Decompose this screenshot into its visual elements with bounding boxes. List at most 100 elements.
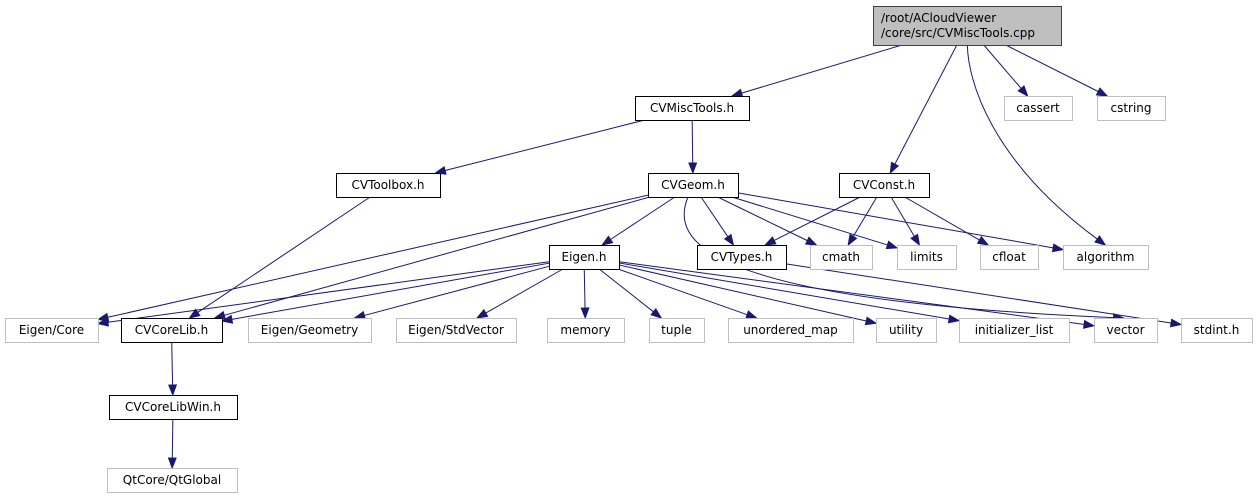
node-box[interactable] (107, 468, 238, 493)
arrowhead-icon (885, 240, 899, 250)
node-box[interactable] (697, 245, 787, 270)
node-box[interactable] (980, 245, 1039, 270)
arrowhead-icon (213, 310, 226, 320)
edge-line (364, 265, 550, 316)
node-cvcorelib-h[interactable]: CVCoreLib.h (121, 318, 223, 343)
edge-line (485, 268, 564, 314)
edge-eigen_h-to-tuple (598, 268, 663, 319)
node-box[interactable] (1094, 318, 1158, 343)
node-cvmisctools-h[interactable]: CVMiscTools.h (635, 96, 750, 121)
node-label: cmath (822, 250, 860, 264)
node-eigen-core[interactable]: Eigen/Core (5, 318, 99, 343)
node-label: cstring (1110, 101, 1151, 115)
edge-cvgeom_h-to-eigen_h (600, 196, 676, 246)
node-cmath[interactable]: cmath (810, 245, 873, 270)
node-box[interactable] (1181, 318, 1253, 343)
node-box[interactable] (1063, 245, 1149, 270)
node-box[interactable] (547, 318, 625, 343)
edge-line (717, 196, 808, 242)
edge-eigen_h-to-initializer_list (618, 262, 961, 324)
node-label: memory (560, 323, 610, 337)
edge-eigen_h-to-eigen_geometry (353, 265, 550, 320)
edge-cvconst_h-to-limits (890, 196, 921, 247)
node-box[interactable] (839, 173, 930, 198)
node-box[interactable] (728, 318, 854, 343)
node-label: CVConst.h (853, 178, 915, 192)
node-box[interactable] (635, 96, 750, 121)
node-cvcorelibwin-h[interactable]: CVCoreLibWin.h (109, 395, 238, 420)
node-box[interactable] (959, 318, 1070, 343)
edge-cvtoolbox_h-to-cvcorelib_h (188, 196, 371, 319)
node-unordered-map[interactable]: unordered_map (728, 318, 854, 343)
node-box[interactable] (396, 318, 517, 343)
node-box[interactable] (649, 318, 705, 343)
edge-cvgeom_h-to-cvtypes_h (700, 196, 735, 247)
node-cassert[interactable]: cassert (1004, 96, 1073, 121)
node-cfloat[interactable]: cfloat (980, 245, 1039, 270)
node-eigen-stdvector[interactable]: Eigen/StdVector (396, 318, 517, 343)
nodes-layer: /root/ACloudViewer/core/src/CVMiscTools.… (5, 6, 1253, 493)
node-eigen-geometry[interactable]: Eigen/Geometry (248, 318, 372, 343)
arrowhead-icon (96, 317, 110, 327)
edge-cvmisctools_h-to-cvgeom_h (688, 119, 698, 175)
node-label: initializer_list (975, 323, 1054, 337)
node-cvtoolbox-h[interactable]: CVToolbox.h (336, 173, 441, 198)
node-label: stdint.h (1194, 323, 1240, 337)
arrowhead-icon (580, 307, 590, 320)
arrowhead-icon (475, 308, 489, 319)
edge-cvtypes_h-to-stdint_h (785, 263, 1183, 328)
arrowhead-icon (1095, 87, 1109, 97)
node-box[interactable] (248, 318, 372, 343)
edge-eigen_h-to-utility (618, 264, 878, 326)
node-stdint-h[interactable]: stdint.h (1181, 318, 1253, 343)
node-vector[interactable]: vector (1094, 318, 1158, 343)
arrowhead-icon (600, 235, 614, 246)
node-label: CVCoreLib.h (135, 323, 208, 337)
node-cstring[interactable]: cstring (1097, 96, 1166, 121)
arrowhead-icon (730, 88, 744, 98)
node-utility[interactable]: utility (876, 318, 937, 343)
node-box[interactable] (897, 245, 957, 270)
node-box[interactable] (5, 318, 99, 343)
node-memory[interactable]: memory (547, 318, 625, 343)
node-box[interactable] (549, 245, 620, 270)
arrowhead-icon (188, 308, 201, 319)
node-label: utility (889, 323, 923, 337)
edge-eigen_h-to-cvcorelib_h (220, 262, 550, 324)
node-box[interactable] (873, 6, 1062, 46)
arrowhead-icon (1051, 243, 1065, 253)
node-box[interactable] (810, 245, 873, 270)
node-box[interactable] (336, 173, 441, 198)
edge-cvconst_h-to-cmath (847, 196, 878, 247)
edge-cvgeom_h-to-cmath (717, 196, 818, 246)
node-cvconst-h[interactable]: CVConst.h (839, 173, 930, 198)
node-box[interactable] (109, 395, 238, 420)
node-eigen-h[interactable]: Eigen.h (549, 245, 620, 270)
node-box[interactable] (876, 318, 937, 343)
node-cvgeom-h[interactable]: CVGeom.h (648, 173, 739, 198)
node-box[interactable] (1004, 96, 1073, 121)
arrowhead-icon (688, 162, 698, 175)
node-box[interactable] (648, 173, 739, 198)
edge-line (737, 192, 1054, 249)
node-initializer-list[interactable]: initializer_list (959, 318, 1070, 343)
edge-line (983, 44, 1022, 89)
node-root[interactable]: /root/ACloudViewer/core/src/CVMiscTools.… (873, 6, 1062, 46)
node-qtglobal[interactable]: QtCore/QtGlobal (107, 468, 238, 493)
node-label: Eigen.h (562, 250, 607, 264)
edge-cvcorelib_h-to-cvcorelibwin_h (168, 341, 178, 397)
edge-root-to-algorithm (966, 44, 1107, 246)
node-cvtypes-h[interactable]: CVTypes.h (697, 245, 787, 270)
node-box[interactable] (1097, 96, 1166, 121)
node-limits[interactable]: limits (897, 245, 957, 270)
node-algorithm[interactable]: algorithm (1063, 245, 1149, 270)
edge-line (966, 44, 1098, 240)
node-tuple[interactable]: tuple (649, 318, 705, 343)
edge-eigen_h-to-eigen_stdvector (475, 268, 564, 319)
node-label: CVCoreLibWin.h (125, 400, 221, 414)
node-box[interactable] (121, 318, 223, 343)
arrowhead-icon (723, 233, 735, 247)
edge-eigen_h-to-memory (580, 268, 590, 320)
edge-line (618, 262, 950, 320)
